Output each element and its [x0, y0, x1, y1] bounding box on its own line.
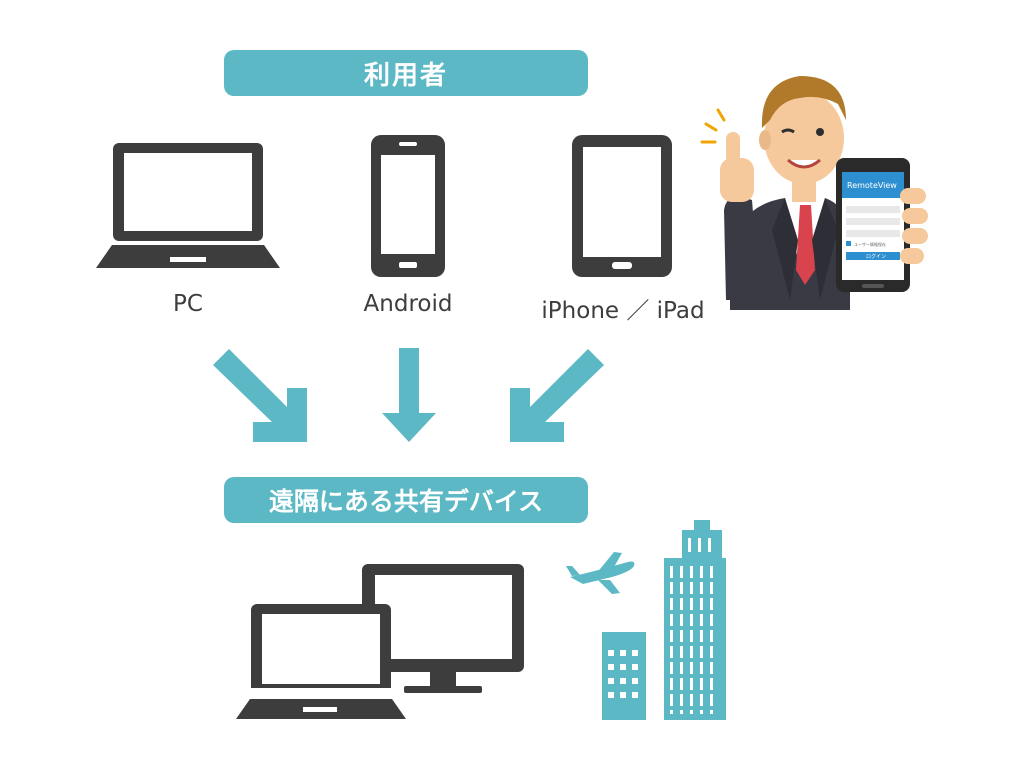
app-checkbox-label: ユーザー情報保存: [854, 241, 886, 247]
remote-laptop-icon: [236, 604, 406, 719]
device-label-android: Android: [363, 291, 453, 317]
app-login-label: ログイン: [866, 253, 886, 260]
shared-device-pill: 遠隔にある共有デバイス: [224, 477, 588, 523]
arrow-down-right-icon: [213, 349, 307, 442]
tablet-icon: [572, 135, 672, 277]
sparkle-icon: [700, 108, 726, 144]
arrow-down-icon: [382, 348, 436, 442]
airplane-icon: [566, 552, 635, 594]
app-brand-text: RemoteView: [847, 181, 897, 190]
monitor-icon: [362, 564, 524, 693]
smartphone-app-illustration: RemoteView ユーザー情報保存 ログイン: [836, 158, 910, 292]
building-small-icon: [602, 632, 646, 720]
device-label-ios: iPhone ／ iPad: [541, 298, 705, 324]
arrow-down-left-icon: [510, 349, 604, 442]
user-header-pill: 利用者: [224, 50, 588, 96]
building-tall-icon: [664, 520, 726, 720]
laptop-icon: [96, 143, 280, 268]
device-label-pc: PC: [173, 291, 203, 317]
android-phone-icon: [371, 135, 445, 277]
